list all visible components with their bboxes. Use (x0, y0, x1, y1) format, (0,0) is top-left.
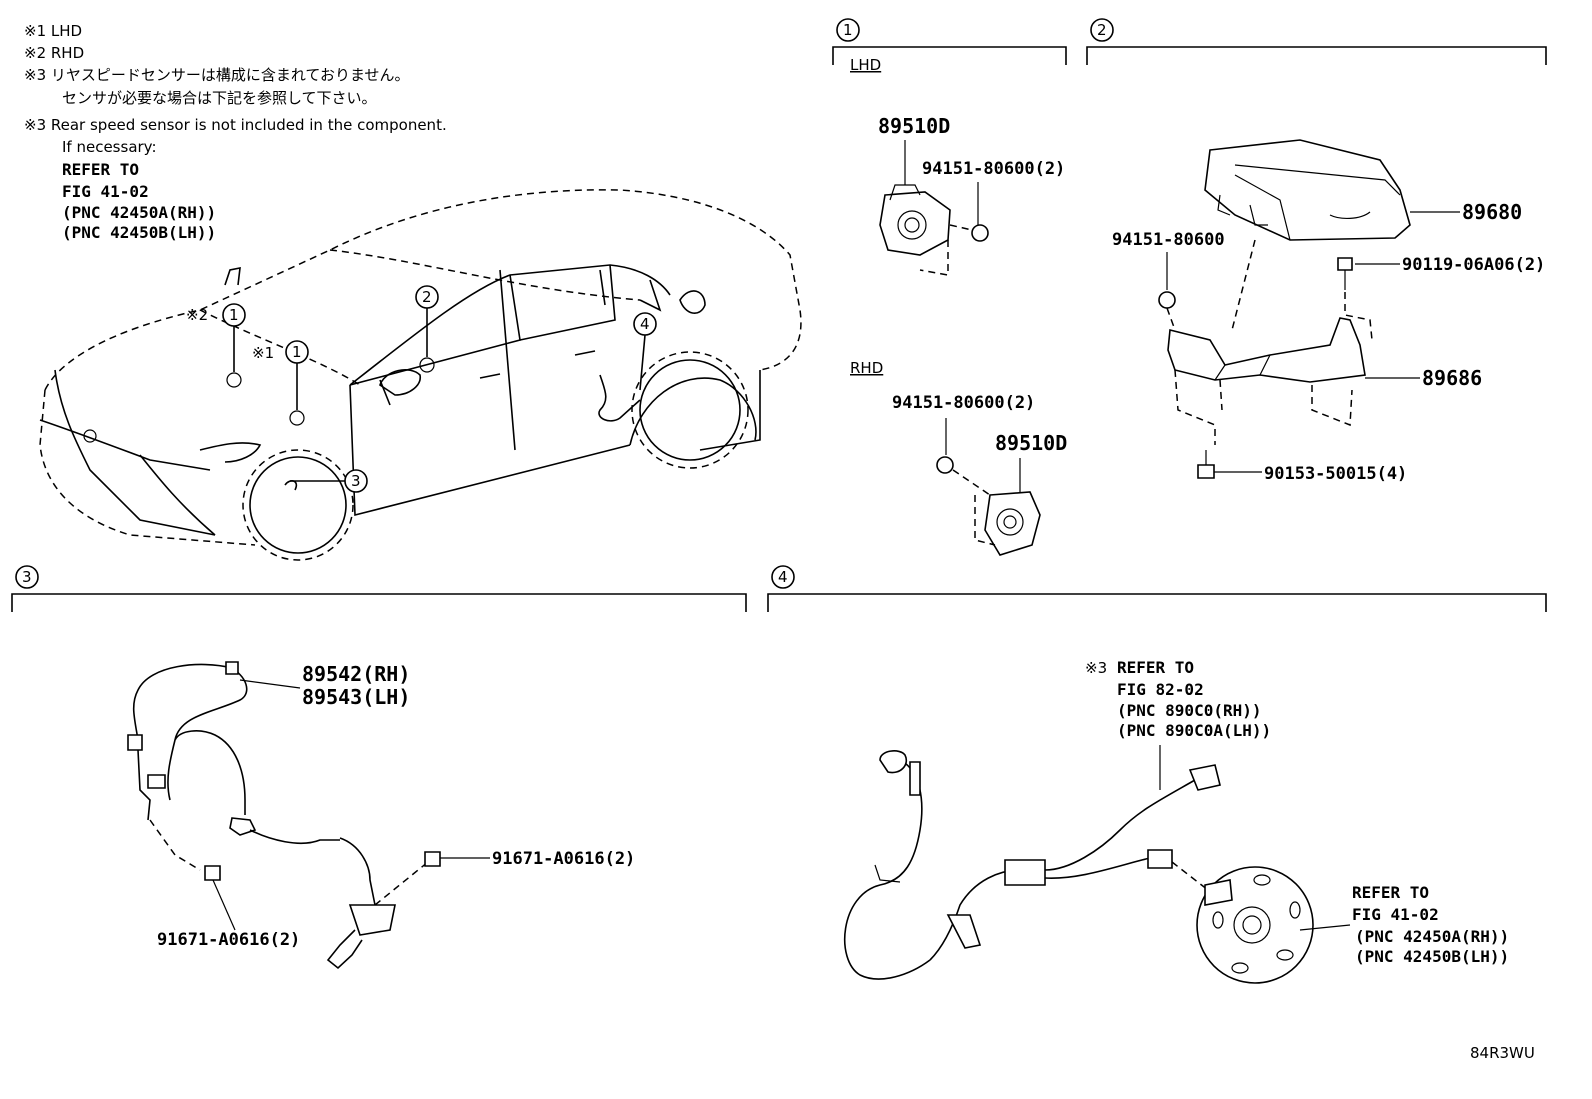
part-90119-06a06[interactable]: 90119-06A06(2) (1402, 255, 1545, 275)
note-pnc-b: (PNC 42450B(LH)) (62, 223, 216, 242)
bolt-bottom[interactable] (1197, 450, 1215, 479)
part-94151-80600-lhd[interactable]: 94151-80600(2) (922, 159, 1065, 179)
section-2: 2 89680 94151-80600 90119-06A06(2) (1086, 18, 1547, 484)
part-89510d-rhd[interactable]: 89510D (995, 431, 1067, 455)
nut-rhd[interactable] (936, 456, 954, 474)
section-1-lhd-label: LHD (850, 56, 881, 74)
part-89542-rh[interactable]: 89542(RH) (302, 662, 410, 686)
note-rhd: ※2 RHD (24, 44, 84, 62)
notes-block: ※1 LHD ※2 RHD ※3 リヤスピードセンサーは構成に含まれておりません… (24, 22, 447, 242)
section-4-mark: ※3 (1085, 659, 1107, 677)
bolt-section-3-right[interactable] (424, 851, 441, 867)
section-4-number: 4 (778, 568, 788, 586)
hub-fig: FIG 41-02 (1352, 905, 1439, 924)
note-fig: FIG 41-02 (62, 182, 149, 201)
yaw-sensor-rhd[interactable] (984, 491, 1041, 556)
bracket-89686[interactable] (1167, 317, 1366, 383)
callout-num-1-rhd: 1 (229, 306, 239, 324)
hub-pnc-a: (PNC 42450A(RH)) (1355, 927, 1509, 946)
callout-mark-rhd: ※2 (186, 306, 208, 324)
ecu-89680[interactable] (1204, 139, 1411, 241)
note-3-japanese: ※3 リヤスピードセンサーは構成に含まれておりません。 (24, 66, 410, 84)
car-illustration (39, 189, 802, 561)
section-4: 4 ※3 REFER TO FIG 82-02 (PNC 890C0(RH)) … (767, 565, 1547, 984)
note-refer-to: REFER TO (62, 160, 139, 179)
bolt-section-3-left[interactable] (204, 865, 221, 881)
note-3-english-line2: If necessary: (62, 138, 157, 156)
part-90153-50015[interactable]: 90153-50015(4) (1264, 464, 1407, 484)
section-3-number: 3 (22, 568, 32, 586)
callout-num-2: 2 (422, 288, 432, 306)
section-4-refer-to: REFER TO (1117, 658, 1194, 677)
part-94151-80600-nut[interactable]: 94151-80600 (1112, 230, 1225, 250)
section-1-rhd-label: RHD (850, 359, 883, 377)
part-89686[interactable]: 89686 (1422, 366, 1482, 390)
section-2-number: 2 (1097, 21, 1107, 39)
front-speed-sensor-harness[interactable] (127, 661, 396, 970)
part-89543-lh[interactable]: 89543(LH) (302, 685, 410, 709)
yaw-sensor-lhd[interactable] (879, 184, 951, 256)
section-3: 3 89542(RH) 89543(LH) 91671-A0616(2) (11, 565, 747, 970)
part-89510d-lhd[interactable]: 89510D (878, 114, 950, 138)
note-pnc-a: (PNC 42450A(RH)) (62, 203, 216, 222)
car-callouts: ※2 1 ※1 1 2 3 4 (186, 285, 657, 493)
part-94151-80600-rhd[interactable]: 94151-80600(2) (892, 393, 1035, 413)
hub-pnc-b: (PNC 42450B(LH)) (1355, 947, 1509, 966)
section-1-number: 1 (843, 21, 853, 39)
part-89680[interactable]: 89680 (1462, 200, 1522, 224)
rear-speed-sensor-harness[interactable] (843, 750, 1221, 980)
callout-num-1-lhd: 1 (292, 343, 302, 361)
section-4-fig: FIG 82-02 (1117, 680, 1204, 699)
callout-mark-lhd: ※1 (252, 344, 274, 362)
nut-lhd[interactable] (971, 224, 989, 242)
callout-num-3: 3 (351, 472, 361, 490)
rear-hub-assembly[interactable] (1196, 866, 1314, 984)
part-91671-a0616-right[interactable]: 91671-A0616(2) (492, 849, 635, 869)
section-4-pnc-a: (PNC 890C0(RH)) (1117, 701, 1262, 720)
part-91671-a0616-left[interactable]: 91671-A0616(2) (157, 930, 300, 950)
note-3-english: ※3 Rear speed sensor is not included in … (24, 116, 447, 134)
bolt-top[interactable] (1337, 257, 1353, 290)
nut-section-2[interactable] (1158, 291, 1176, 309)
hub-refer-to: REFER TO (1352, 883, 1429, 902)
section-4-pnc-b: (PNC 890C0A(LH)) (1117, 721, 1271, 740)
callout-num-4: 4 (640, 315, 650, 333)
note-3-japanese-line2: センサが必要な場合は下記を参照して下さい。 (62, 89, 377, 107)
note-lhd: ※1 LHD (24, 22, 82, 40)
figure-code: 84R3WU (1470, 1044, 1535, 1062)
section-1: 1 LHD RHD 89510D 94151-80600(2) 94151-80… (832, 18, 1067, 556)
